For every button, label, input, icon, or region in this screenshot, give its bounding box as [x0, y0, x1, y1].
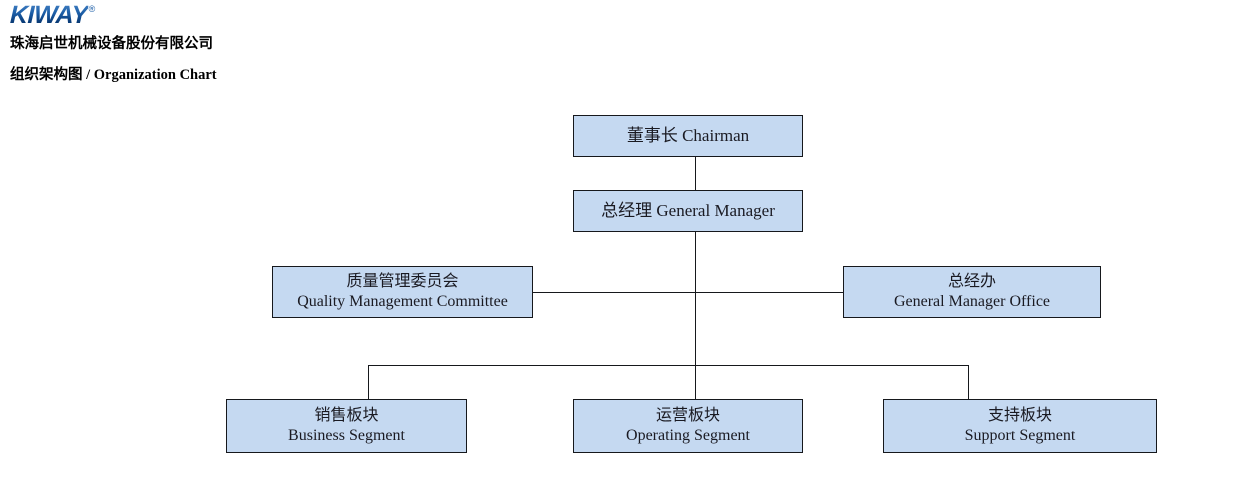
node-general-manager-label: 总经理 General Manager: [601, 201, 775, 220]
registered-trademark-icon: ®: [88, 4, 96, 14]
node-general-manager[interactable]: 总经理 General Manager: [573, 190, 803, 232]
connector-to-quality-management-committee: [533, 292, 696, 293]
node-support-segment[interactable]: 支持板块 Support Segment: [883, 399, 1157, 453]
node-quality-management-committee[interactable]: 质量管理委员会 Quality Management Committee: [272, 266, 533, 318]
node-quality-management-committee-label-cn: 质量管理委员会: [346, 273, 459, 290]
kiway-logo: KIWAY ®: [10, 1, 96, 29]
node-chairman-label: 董事长 Chairman: [626, 126, 750, 145]
page-header: KIWAY ® 珠海启世机械设备股份有限公司 组织架构图 / Organizat…: [0, 0, 1253, 95]
node-business-segment-label-en: Business Segment: [288, 427, 405, 444]
node-general-manager-office[interactable]: 总经办 General Manager Office: [843, 266, 1101, 318]
connector-to-operating-segment: [695, 365, 696, 399]
node-operating-segment[interactable]: 运营板块 Operating Segment: [573, 399, 803, 453]
connector-to-business-segment: [368, 365, 369, 399]
node-support-segment-label-cn: 支持板块: [987, 407, 1052, 424]
connector-to-support-segment: [968, 365, 969, 399]
connector-to-general-manager-office: [695, 292, 843, 293]
node-chairman[interactable]: 董事长 Chairman: [573, 115, 803, 157]
page-title-chinese: 组织架构图: [10, 67, 83, 83]
company-name: 珠海启世机械设备股份有限公司: [10, 36, 213, 52]
node-operating-segment-label-cn: 运营板块: [655, 407, 720, 424]
connector-segment-crossbar: [368, 365, 969, 366]
node-operating-segment-label-en: Operating Segment: [626, 427, 750, 444]
node-quality-management-committee-label-en: Quality Management Committee: [297, 293, 508, 310]
page-title: 组织架构图 / Organization Chart: [10, 63, 217, 84]
node-general-manager-office-label-en: General Manager Office: [893, 293, 1051, 310]
connector-chairman-to-general-manager: [695, 157, 696, 191]
node-support-segment-label-en: Support Segment: [964, 427, 1076, 444]
node-business-segment[interactable]: 销售板块 Business Segment: [226, 399, 467, 453]
page-title-english: Organization Chart: [93, 67, 217, 83]
connector-general-manager-stem: [695, 232, 696, 366]
page-title-separator: /: [82, 67, 94, 83]
node-general-manager-office-label-cn: 总经办: [947, 273, 996, 290]
node-business-segment-label-cn: 销售板块: [314, 407, 379, 424]
